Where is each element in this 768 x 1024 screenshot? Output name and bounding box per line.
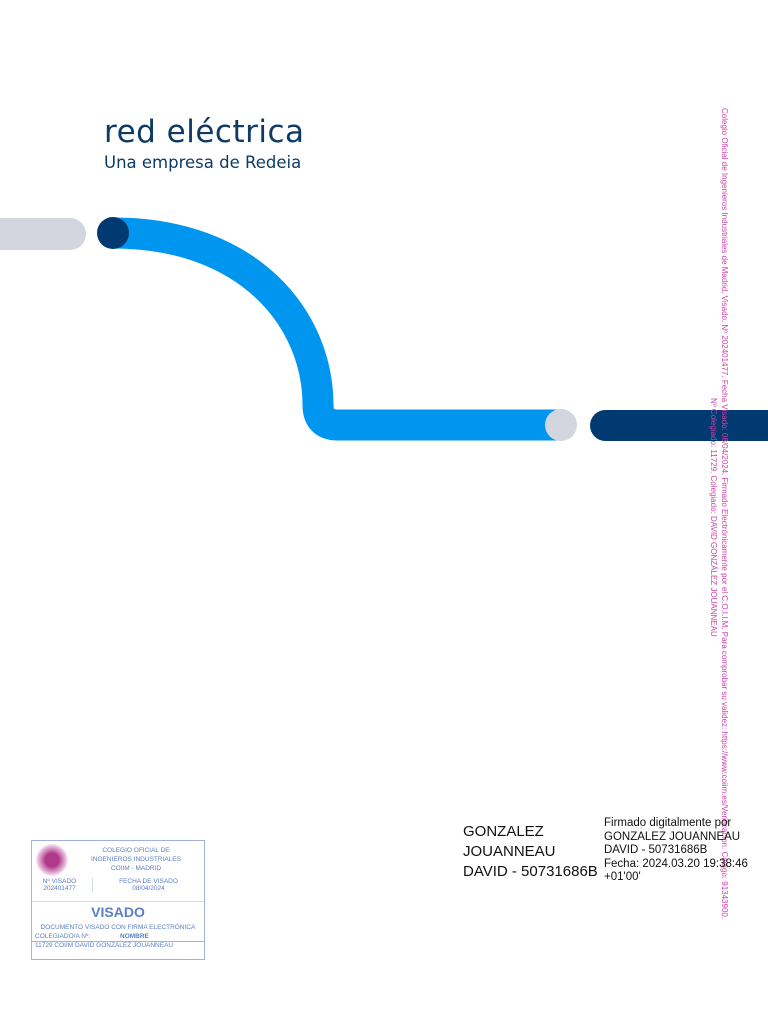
visado-title: VISADO — [32, 901, 204, 920]
navy-bar — [590, 410, 768, 441]
red-electrica-logo: red eléctrica Una empresa de Redeia — [104, 114, 305, 174]
navy-dot — [97, 217, 129, 249]
watermark-line-1: Colegio Oficial de Ingenieros Industrial… — [720, 108, 729, 920]
stamp-org: COIIM - MADRID — [110, 865, 162, 872]
sig-line: Firmado digitalmente por — [604, 817, 732, 829]
sig-line: Fecha: 2024.03.20 19:38:46 — [604, 857, 748, 870]
blue-curve — [97, 217, 576, 441]
stamp-member: 11729 COIIM DAVID GONZÁLEZ JOUANNEAU — [35, 942, 174, 949]
watermark-line-2: Nº Colegiado: 11729. Colegiado: DAVID GO… — [709, 398, 718, 637]
sig-line: +01'00' — [604, 871, 641, 883]
name-label: NOMBRE — [120, 933, 149, 940]
gray-dot — [545, 409, 577, 441]
gray-pill-left — [0, 218, 86, 250]
visado-num: 202401477 — [43, 885, 76, 892]
visado-stamp: COLEGIO OFICIAL DE INGENIEROS INDUSTRIAL… — [31, 840, 205, 960]
col-label: COLEGIADO/A Nº: — [35, 933, 91, 940]
stamp-org: COLEGIO OFICIAL DE — [102, 847, 170, 854]
logo-tagline: Una empresa de Redeia — [104, 153, 302, 172]
sig-line: GONZALEZ JOUANNEAU — [604, 830, 741, 843]
signer: GONZALEZ JOUANNEAU DAVID - 50731686B — [463, 823, 598, 880]
stamp-doc: DOCUMENTO VISADO CON FIRMA ELECTRÓNICA — [40, 924, 196, 931]
logo-brand: red eléctrica — [104, 114, 305, 150]
visado-watermark: Colegio Oficial de Ingenieros Industrial… — [708, 108, 730, 928]
signature-name: GONZALEZ JOUANNEAU DAVID - 50731686B — [463, 822, 603, 882]
stamp-org: INGENIEROS INDUSTRIALES — [91, 856, 181, 863]
visado-num-label: Nº VISADO — [42, 878, 77, 885]
visado-date: 08/04/2024 — [132, 885, 165, 892]
signature-detail: Firmado digitalmente por GONZALEZ JOUANN… — [604, 817, 748, 885]
coiim-seal-icon — [36, 844, 68, 876]
sig-line: DAVID - 50731686B — [604, 844, 708, 856]
visado-date-label: FECHA DE VISADO — [119, 878, 178, 885]
